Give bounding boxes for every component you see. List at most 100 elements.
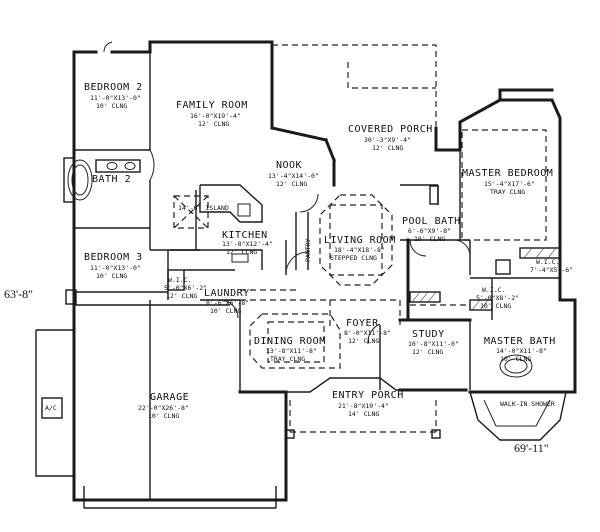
pool-bath-name: POOL BATH: [402, 216, 461, 227]
kitchen-island: 14'-6" ISLAND: [178, 204, 229, 212]
garage-name: GARAGE: [150, 392, 189, 403]
bedroom3-ceiling: 10' CLNG: [96, 272, 127, 280]
nook-name: NOOK: [276, 160, 302, 171]
walk-in-shower: WALK-IN SHOWER: [500, 400, 555, 408]
room-pantry: PANTRY: [304, 238, 312, 262]
kitchen-size: 13'-8"X12'-4": [222, 240, 273, 248]
room-bedroom-2: BEDROOM 2 11'-0"X13'-0" 10' CLNG: [84, 82, 143, 110]
nook-size: 13'-4"X14'-0": [268, 172, 319, 180]
walk-in-shower-label: WALK-IN SHOWER: [500, 400, 555, 408]
laundry-size: 8'-6"X6'-8": [206, 299, 249, 307]
foyer-ceiling: 12' CLNG: [348, 337, 379, 345]
covered-porch-outline: [272, 44, 437, 126]
garage-ceiling: 10' CLNG: [148, 412, 179, 420]
hatched-built-ins: [65, 185, 561, 311]
living-room-ceiling: STEPPED CLNG: [330, 254, 377, 262]
master-bath-ceiling: 10' CLNG: [500, 355, 531, 363]
door-swings: [103, 41, 471, 345]
study-ceiling: 12' CLNG: [412, 348, 443, 356]
master-bedroom-ceiling: TRAY CLNG: [490, 188, 525, 196]
entry-porch: [285, 377, 441, 439]
entry-porch-name: ENTRY PORCH: [332, 390, 404, 401]
kitchen-ceiling: 12' CLNG: [226, 248, 257, 256]
room-living-room: LIVING ROOM 18'-4"X18'-8" STEPPED CLNG: [324, 235, 396, 262]
wic-master2-name: W.I.C.: [536, 258, 559, 266]
study-name: STUDY: [412, 329, 445, 340]
bedroom2-ceiling: 10' CLNG: [96, 102, 127, 110]
depth-dimension: 63'-8": [4, 287, 33, 301]
kitchen-counters: [170, 184, 263, 270]
laundry-name: LAUNDRY: [204, 288, 250, 299]
wic-small-ceiling: 12' CLNG: [166, 292, 197, 300]
room-laundry: LAUNDRY 8'-6"X6'-8" 10' CLNG: [204, 288, 250, 315]
living-room-name: LIVING ROOM: [324, 235, 396, 246]
garage-details: [35, 329, 277, 509]
tray-ceilings: [173, 129, 547, 369]
wic-master-ceiling: 10' CLNG: [480, 302, 511, 310]
bedroom3-size: 11'-0"X13'-0": [90, 264, 141, 272]
bath2-fixtures: [63, 157, 141, 203]
dining-room-size: 13'-8"X11'-8": [266, 347, 317, 355]
entry-porch-ceiling: 14' CLNG: [348, 410, 379, 418]
covered-porch-ceiling: 12' CLNG: [372, 144, 403, 152]
study-size: 10'-8"X11'-0": [408, 340, 459, 348]
bath2-name: BATH 2: [92, 174, 131, 185]
room-family-room: FAMILY ROOM 16'-0"X19'-4" 12' CLNG: [176, 100, 248, 128]
room-bath-2: BATH 2: [92, 174, 131, 185]
master-bedroom-size: 15'-4"X17'-6": [484, 180, 535, 188]
soffits: [240, 289, 470, 330]
wic-master2-size: 7'-4"X5'-6": [530, 266, 573, 274]
dining-room-ceiling: TRAY CLNG: [270, 355, 305, 363]
wic-small-size: 5'-0"X6'-2": [164, 284, 207, 292]
room-nook: NOOK 13'-4"X14'-0" 12' CLNG: [268, 160, 319, 188]
room-garage: GARAGE 22'-0"X26'-8" 10' CLNG: [138, 392, 189, 420]
room-study: STUDY 10'-8"X11'-0" 12' CLNG: [408, 329, 459, 356]
room-wic-small: W.I.C. 5'-0"X6'-2" 12' CLNG: [164, 276, 207, 300]
garage-size: 22'-0"X26'-8": [138, 404, 189, 412]
room-entry-porch: ENTRY PORCH 21'-8"X10'-4" 14' CLNG: [332, 390, 404, 418]
master-bath-name: MASTER BATH: [484, 336, 556, 347]
room-wic-master-2: W.I.C. 7'-4"X5'-6": [530, 258, 573, 274]
nook-ceiling: 12' CLNG: [276, 180, 307, 188]
bedroom2-name: BEDROOM 2: [84, 82, 143, 93]
master-bath-bay: [469, 354, 567, 441]
master-bedroom-name: MASTER BEDROOM: [462, 168, 553, 179]
dining-room-name: DINING ROOM: [254, 336, 326, 347]
room-master-bedroom: MASTER BEDROOM 15'-4"X17'-6" TRAY CLNG: [462, 168, 553, 196]
foyer-size: 8'-0"X11'-8": [344, 329, 391, 337]
exterior-walls: [72, 40, 577, 502]
master-bath-size: 14'-0"X11'-8": [496, 347, 547, 355]
interior-walls: [74, 52, 560, 500]
entry-porch-size: 21'-8"X10'-4": [338, 402, 389, 410]
laundry-ceiling: 10' CLNG: [210, 307, 241, 315]
room-master-bath: MASTER BATH 14'-0"X11'-8" 10' CLNG: [484, 336, 556, 363]
island-label: 14'-6" ISLAND: [178, 204, 229, 212]
family-room-ceiling: 12' CLNG: [198, 120, 229, 128]
ac-label: A/C: [45, 404, 57, 412]
room-pool-bath: POOL BATH 6'-6"X9'-8" 10' CLNG: [402, 216, 461, 243]
wic-small-name: W.I.C.: [168, 276, 191, 284]
wic-master-name: W.I.C.: [482, 286, 505, 294]
pantry-name: PANTRY: [304, 238, 312, 262]
room-kitchen: KITCHEN 13'-8"X12'-4" 12' CLNG: [222, 230, 273, 256]
room-covered-porch: COVERED PORCH 30'-3"X9'-4" 12' CLNG: [348, 124, 433, 152]
kitchen-name: KITCHEN: [222, 230, 268, 241]
bedroom2-size: 11'-0"X13'-0": [90, 94, 141, 102]
bedroom3-name: BEDROOM 3: [84, 252, 143, 263]
room-dining-room: DINING ROOM 13'-8"X11'-8" TRAY CLNG: [254, 336, 326, 363]
pool-bath-size: 6'-6"X9'-8": [408, 227, 451, 235]
family-room-name: FAMILY ROOM: [176, 100, 248, 111]
room-foyer: FOYER 8'-0"X11'-8" 12' CLNG: [344, 318, 391, 345]
wic-master-size: 5'-0"X8'-2": [476, 294, 519, 302]
room-bedroom-3: BEDROOM 3 11'-0"X13'-0" 10' CLNG: [84, 252, 143, 280]
foyer-name: FOYER: [346, 318, 379, 329]
pool-bath-ceiling: 10' CLNG: [414, 235, 445, 243]
room-wic-master: W.I.C. 5'-0"X8'-2" 10' CLNG: [476, 286, 519, 310]
family-room-size: 16'-0"X19'-4": [190, 112, 241, 120]
living-room-size: 18'-4"X18'-8": [334, 246, 385, 254]
covered-porch-size: 30'-3"X9'-4": [364, 136, 411, 144]
covered-porch-name: COVERED PORCH: [348, 124, 433, 135]
width-dimension: 69'-11": [514, 441, 549, 455]
ac-unit: A/C: [45, 404, 57, 412]
